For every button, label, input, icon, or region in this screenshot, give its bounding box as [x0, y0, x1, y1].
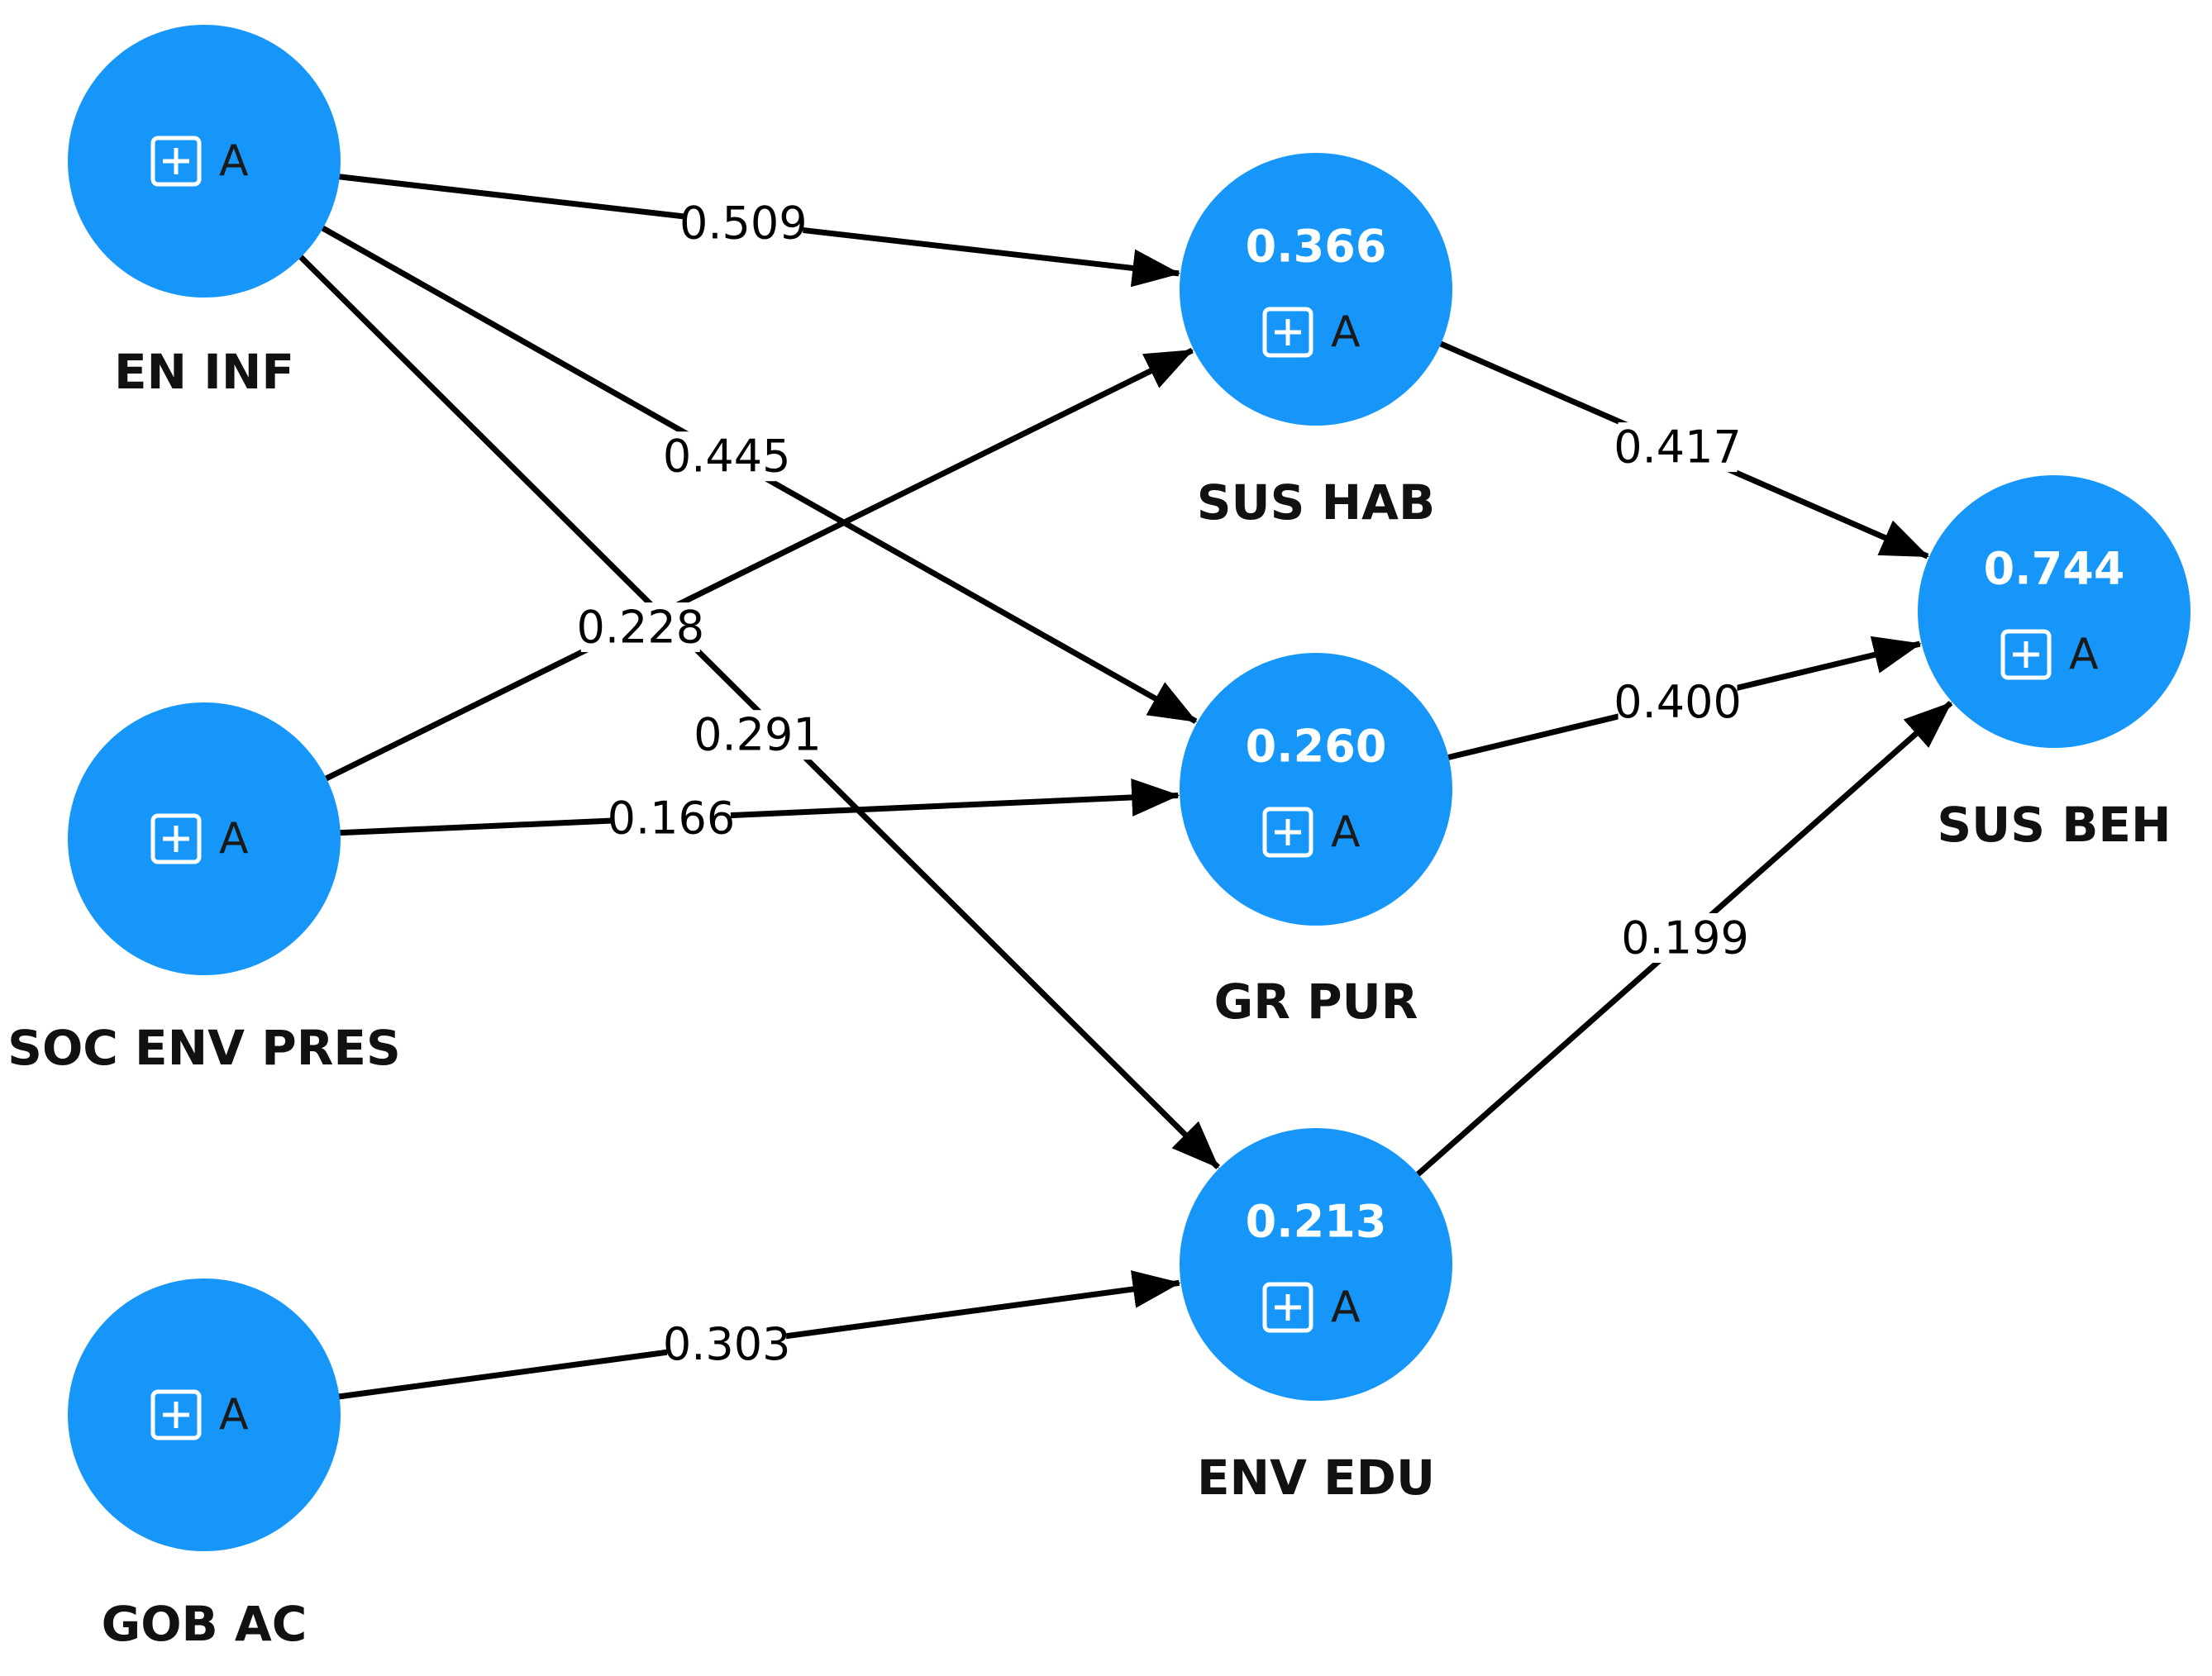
- construct-label: GOB AC: [102, 1596, 307, 1652]
- construct-label: ENV EDU: [1197, 1450, 1435, 1506]
- coefficient-value: 0.199: [1621, 912, 1749, 964]
- r-squared-value: 0.744: [1984, 543, 2125, 595]
- path-coefficient-soc-env-pres-to-gr-pur: 0.166: [608, 792, 736, 844]
- expand-plus-icon[interactable]: [1262, 1282, 1313, 1333]
- expand-plus-icon[interactable]: [1262, 807, 1313, 858]
- coefficient-background: [667, 431, 787, 482]
- path-coefficient-en-inf-to-env-edu: 0.291: [694, 709, 822, 761]
- measurement-mode-badge: A: [1331, 307, 1361, 357]
- path-coefficient-gob-ac-to-env-edu: 0.303: [663, 1318, 791, 1370]
- path-coefficient-sus-hab-to-sus-beh: 0.417: [1614, 421, 1742, 474]
- coefficient-background: [1625, 913, 1745, 963]
- coefficient-value: 0.509: [679, 198, 808, 250]
- construct-circle[interactable]: [1180, 653, 1452, 926]
- coefficient-background: [1618, 422, 1738, 473]
- coefficient-background: [698, 710, 818, 760]
- construct-label: GR PUR: [1214, 974, 1418, 1030]
- measurement-mode-badge: A: [2069, 630, 2099, 679]
- r-squared-value: 0.213: [1246, 1196, 1387, 1248]
- construct-circle[interactable]: [68, 25, 341, 298]
- expand-plus-icon[interactable]: [1262, 307, 1313, 358]
- construct-circle[interactable]: [1918, 475, 2191, 748]
- construct-node-gob-ac[interactable]: A GOB AC: [68, 1278, 341, 1652]
- measurement-mode-badge: A: [219, 814, 249, 864]
- coefficient-background: [580, 602, 700, 652]
- coefficient-background: [667, 1319, 787, 1369]
- construct-circle[interactable]: [68, 1278, 341, 1551]
- construct-label: SUS HAB: [1197, 474, 1435, 531]
- construct-label: EN INF: [114, 344, 294, 400]
- path-coefficient-en-inf-to-gr-pur: 0.445: [663, 431, 791, 483]
- construct-circle[interactable]: [1180, 1128, 1452, 1401]
- expand-plus-icon[interactable]: [150, 136, 202, 187]
- r-squared-value: 0.260: [1246, 721, 1387, 773]
- construct-label: SOC ENV PRES: [7, 1020, 401, 1076]
- construct-circle[interactable]: [1180, 153, 1452, 426]
- coefficient-background: [611, 793, 731, 843]
- construct-label: SUS BEH: [1937, 797, 2171, 853]
- construct-node-soc-env-pres[interactable]: A SOC ENV PRES: [7, 702, 401, 1076]
- measurement-mode-badge: A: [219, 1390, 249, 1440]
- coefficient-value: 0.303: [663, 1318, 791, 1370]
- coefficient-background: [1618, 677, 1738, 727]
- coefficient-value: 0.166: [608, 792, 736, 844]
- coefficient-value: 0.228: [577, 601, 705, 653]
- path-coefficient-en-inf-to-sus-hab: 0.509: [679, 198, 808, 250]
- coefficient-labels-layer: 0.509 0.445 0.228 0.291 0.166 0.303 0.417 0.400…: [577, 198, 1749, 1370]
- measurement-mode-badge: A: [1331, 1283, 1361, 1332]
- construct-circle[interactable]: [68, 702, 341, 975]
- expand-plus-icon[interactable]: [150, 1389, 202, 1440]
- measurement-mode-badge: A: [219, 136, 249, 186]
- coefficient-value: 0.291: [694, 709, 822, 761]
- path-coefficient-soc-env-pres-to-sus-hab: 0.228: [577, 601, 705, 653]
- edges-layer: [298, 174, 1953, 1400]
- expand-plus-icon[interactable]: [2000, 629, 2052, 680]
- path-arrow-soc-env-pres-to-gr-pur: [338, 778, 1180, 836]
- measurement-mode-badge: A: [1331, 807, 1361, 857]
- construct-node-en-inf[interactable]: A EN INF: [68, 25, 341, 400]
- r-squared-value: 0.366: [1246, 221, 1387, 273]
- coefficient-value: 0.417: [1614, 421, 1742, 474]
- path-coefficient-gr-pur-to-sus-beh: 0.400: [1614, 676, 1742, 728]
- path-coefficient-env-edu-to-sus-beh: 0.199: [1621, 912, 1749, 964]
- path-arrow-soc-env-pres-to-sus-hab: [323, 347, 1194, 782]
- coefficient-background: [684, 198, 803, 249]
- coefficient-value: 0.400: [1614, 676, 1742, 728]
- expand-plus-icon[interactable]: [150, 813, 202, 864]
- coefficient-value: 0.445: [663, 431, 791, 483]
